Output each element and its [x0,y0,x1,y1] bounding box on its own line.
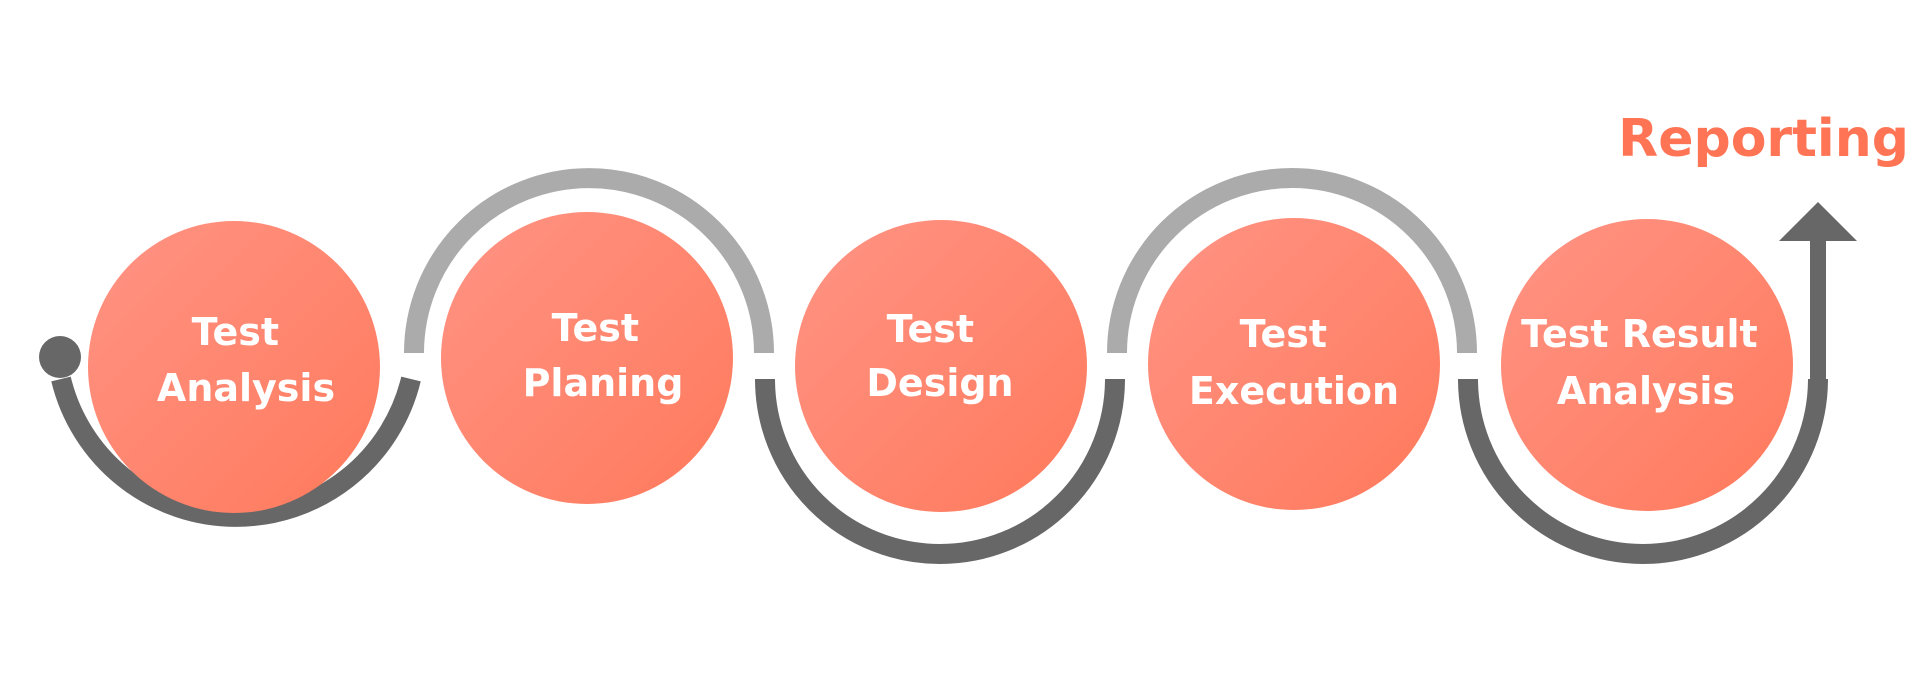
step-label-3-line-1: Test [887,307,974,351]
step-label-3: Test Design [866,307,1013,405]
step-label-4: Test Execution [1189,312,1399,413]
step-circle-5 [1501,219,1793,511]
track-arc-3 [755,378,1125,564]
step-label-1: Test Analysis [157,310,335,410]
step-label-4-line-1: Test [1240,312,1327,356]
step-label-4-line-2: Execution [1189,369,1399,413]
arrow-shaft [1810,238,1826,381]
step-label-2-line-1: Test [552,306,639,350]
track-arc-4 [1107,168,1477,354]
track-arc-5 [1458,378,1828,564]
step-label-5-line-2: Analysis [1557,369,1735,413]
step-label-1-line-1: Test [192,310,279,354]
step-label-5: Test Result Analysis [1521,312,1771,413]
step-circle-1 [88,221,380,513]
track-start-dot [39,336,81,378]
step-circle-2 [441,212,733,504]
step-circle-3 [795,220,1087,512]
step-label-2: Test Planing [523,306,684,405]
arrow-up-icon [1779,202,1857,241]
track-arc-1 [51,376,421,527]
step-label-3-line-2: Design [866,361,1013,405]
step-label-1-line-2: Analysis [157,366,335,410]
step-label-2-line-2: Planing [523,361,684,405]
track-arc-2 [404,168,774,354]
reporting-label: Reporting [1618,109,1909,169]
step-circle-4 [1148,218,1440,510]
step-label-5-line-1: Test Result [1521,312,1758,356]
